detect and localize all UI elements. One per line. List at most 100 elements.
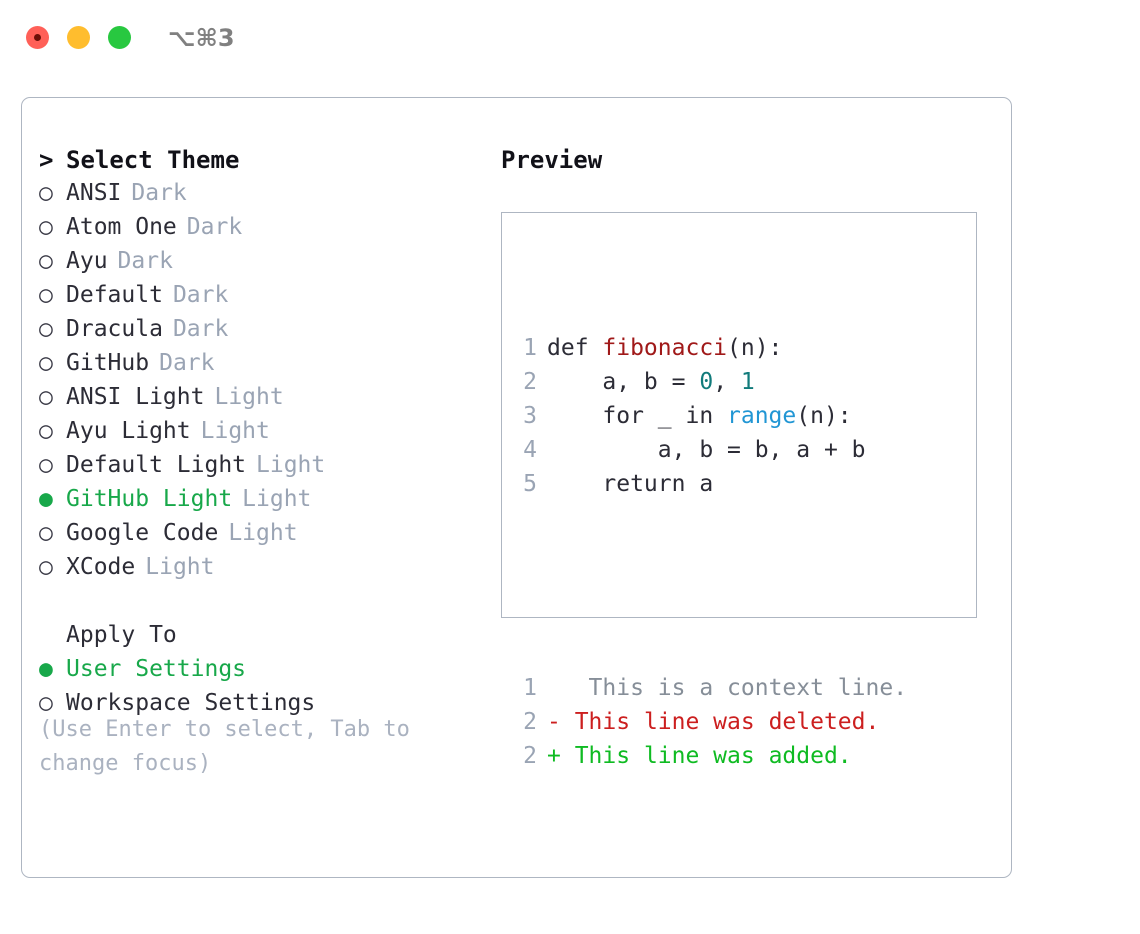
- line-number: 2: [523, 709, 537, 735]
- theme-name: GitHub: [66, 350, 150, 376]
- radio-unselected-icon: ○: [39, 690, 53, 716]
- theme-name: Dracula: [66, 316, 163, 342]
- close-button[interactable]: [26, 26, 49, 49]
- diff-text: This is a context line.: [560, 675, 908, 701]
- theme-name: GitHub Light: [66, 486, 233, 512]
- radio-unselected-icon: ○: [39, 180, 53, 206]
- keyboard-hint-text: (Use Enter to select, Tab to change focu…: [39, 717, 424, 776]
- code-token: (n):: [727, 335, 783, 361]
- apply-to-section-header: ○ Apply To: [39, 622, 489, 656]
- theme-name: Default: [66, 282, 163, 308]
- radio-unselected-icon: ○: [39, 248, 53, 274]
- caret-icon: >: [39, 146, 54, 174]
- theme-list-item[interactable]: ○ Atom One Dark: [39, 214, 489, 248]
- diff-line: 1 This is a context line.: [515, 671, 907, 705]
- code-token: return a: [547, 471, 714, 497]
- theme-category-tag: Dark: [131, 180, 187, 206]
- theme-list-item[interactable]: ○ XCode Light: [39, 554, 489, 588]
- select-theme-label: Select Theme: [66, 146, 240, 174]
- diff-marker: [547, 675, 561, 701]
- diff-marker: -: [547, 709, 561, 735]
- theme-category-tag: Light: [214, 384, 284, 410]
- maximize-button[interactable]: [108, 26, 131, 49]
- code-token: ,: [713, 369, 741, 395]
- radio-unselected-icon: ○: [39, 214, 53, 240]
- code-token: (n):: [796, 403, 852, 429]
- theme-name: Ayu: [66, 248, 108, 274]
- code-line: 5 return a: [515, 467, 907, 501]
- theme-list-item[interactable]: ○ Default Light Light: [39, 452, 489, 486]
- theme-name: ANSI: [66, 180, 122, 206]
- diff-line: 2- This line was deleted.: [515, 705, 907, 739]
- theme-list-item[interactable]: ○ Dracula Dark: [39, 316, 489, 350]
- theme-list-item[interactable]: ○ ANSI Dark: [39, 180, 489, 214]
- theme-name: Google Code: [66, 520, 219, 546]
- theme-category-tag: Light: [242, 486, 312, 512]
- theme-name: Ayu Light: [66, 418, 191, 444]
- code-token: def: [547, 335, 603, 361]
- code-token: 1: [740, 369, 755, 395]
- code-line: 2 a, b = 0, 1: [515, 365, 907, 399]
- apply-to-label: Apply To: [66, 622, 177, 648]
- theme-list-item[interactable]: ● GitHub Light Light: [39, 486, 489, 520]
- keyboard-shortcut-label: ⌥⌘3: [168, 24, 235, 52]
- list-spacer: [39, 588, 489, 622]
- line-number: 4: [523, 437, 537, 463]
- code-token: range: [727, 403, 797, 429]
- theme-category-tag: Dark: [172, 316, 229, 342]
- radio-unselected-icon: ○: [39, 554, 53, 580]
- theme-category-tag: Light: [145, 554, 215, 580]
- line-number: 1: [523, 675, 537, 701]
- theme-name: Default Light: [66, 452, 247, 478]
- minimize-button[interactable]: [67, 26, 90, 49]
- radio-unselected-icon: ○: [39, 452, 53, 478]
- code-token: for _ in: [547, 403, 728, 429]
- select-theme-header: > Select Theme: [39, 146, 489, 180]
- diff-text: This line was deleted.: [560, 709, 880, 735]
- theme-category-tag: Light: [256, 452, 326, 478]
- diff-sample: 1 This is a context line.2- This line wa…: [515, 671, 907, 773]
- theme-list-item[interactable]: ○ Default Dark: [39, 282, 489, 316]
- radio-selected-icon: ●: [39, 486, 53, 512]
- radio-selected-icon: ●: [39, 656, 53, 682]
- theme-category-tag: Dark: [159, 350, 215, 376]
- radio-unselected-icon: ○: [39, 520, 53, 546]
- radio-unselected-icon: ○: [39, 418, 53, 444]
- apply-to-option[interactable]: ○ Workspace Settings: [39, 690, 489, 724]
- apply-to-option[interactable]: ● User Settings: [39, 656, 489, 690]
- theme-category-tag: Dark: [186, 214, 243, 240]
- radio-unselected-icon: ○: [39, 282, 53, 308]
- code-line: 1 def fibonacci(n):: [515, 331, 907, 365]
- code-token: fibonacci: [602, 335, 728, 361]
- theme-name: Atom One: [66, 214, 177, 240]
- theme-category-tag: Dark: [117, 248, 173, 274]
- code-diff-gap: [515, 569, 907, 603]
- radio-unselected-icon: ○: [39, 316, 53, 342]
- diff-text: This line was added.: [560, 743, 852, 769]
- theme-category-tag: Dark: [172, 282, 229, 308]
- theme-name: XCode: [66, 554, 136, 580]
- code-line: 4 a, b = b, a + b: [515, 433, 907, 467]
- line-number: 2: [523, 369, 537, 395]
- theme-list-item[interactable]: ○ Google Code Light: [39, 520, 489, 554]
- line-number: 1: [523, 335, 537, 361]
- apply-to-option-label: User Settings: [66, 656, 247, 682]
- theme-list-item[interactable]: ○ Ayu Dark: [39, 248, 489, 282]
- title-bar: ⌥⌘3: [0, 0, 1140, 78]
- theme-name: ANSI Light: [66, 384, 205, 410]
- apply-to-option-label: Workspace Settings: [66, 690, 316, 716]
- diff-marker: +: [547, 743, 561, 769]
- apply-to-options: ● User Settings ○ Workspace Settings: [39, 656, 489, 724]
- theme-category-tag: Light: [228, 520, 298, 546]
